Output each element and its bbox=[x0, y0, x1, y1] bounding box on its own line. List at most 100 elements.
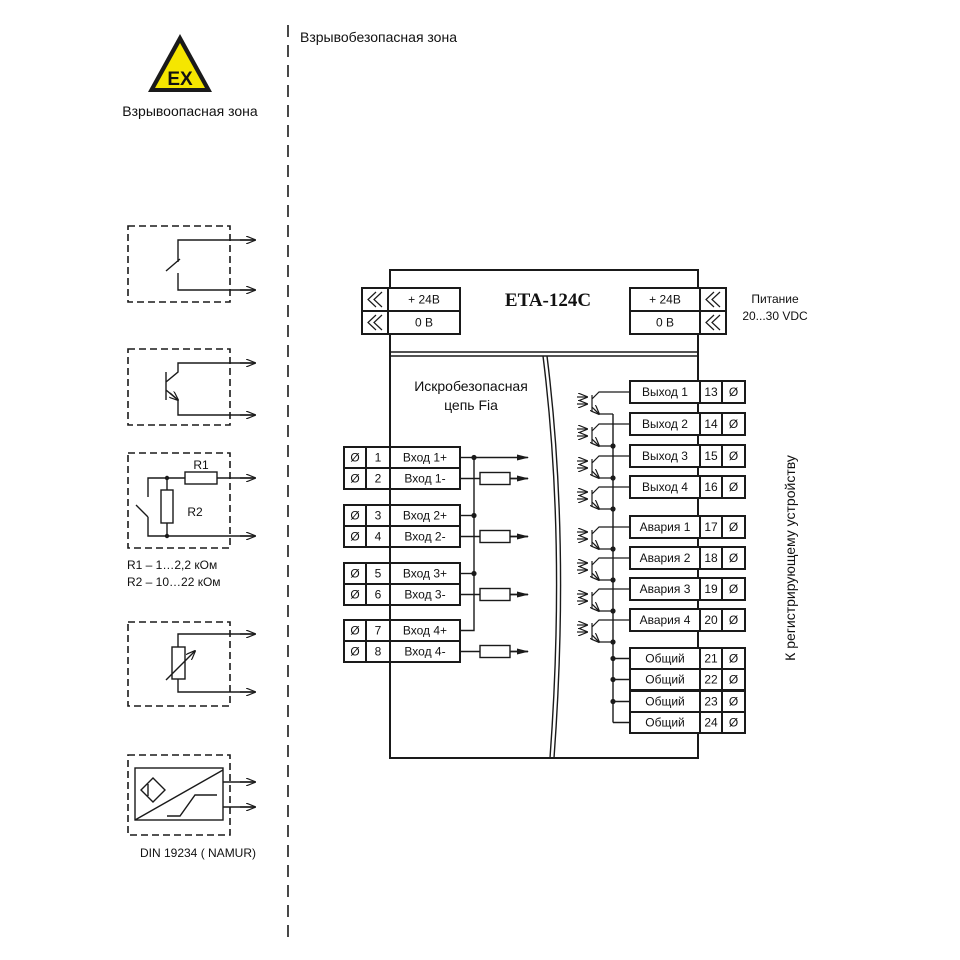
power-label: + 24В bbox=[408, 293, 440, 307]
phototransistor-icon bbox=[577, 423, 630, 446]
svg-text:EX: EX bbox=[167, 69, 193, 90]
output-terminal-16[interactable]: Выход 4 16 Ø bbox=[629, 475, 746, 499]
screw-terminal-icon: Ø bbox=[729, 449, 738, 463]
terminal-number: 22 bbox=[704, 673, 718, 687]
screw-terminal-icon: Ø bbox=[729, 673, 738, 687]
sensor-namur bbox=[127, 754, 255, 836]
safe-zone-label: Взрывобезопасная зона bbox=[300, 29, 457, 45]
sensor-resistive-contact: R1 R2 bbox=[127, 452, 255, 549]
screw-terminal-icon: Ø bbox=[350, 530, 359, 544]
terminal-label: Общий bbox=[645, 652, 685, 666]
terminal-label: Авария 2 bbox=[640, 551, 691, 565]
chevron-connector-icon bbox=[367, 314, 383, 331]
terminal-label: Вход 2- bbox=[404, 530, 445, 544]
power-label: 0 В bbox=[656, 316, 674, 330]
terminal-number: 1 bbox=[375, 451, 382, 465]
input-bus-wire bbox=[460, 457, 475, 632]
intrinsic-label-2: цепь Fia bbox=[444, 397, 498, 413]
power-label: 0 В bbox=[415, 316, 433, 330]
terminal-label: Выход 4 bbox=[642, 480, 688, 494]
sensor-variable-resistor bbox=[127, 621, 255, 707]
screw-terminal-icon-cell bbox=[721, 412, 746, 436]
chevron-connector-icon bbox=[705, 314, 721, 331]
resistor-icon bbox=[479, 644, 511, 659]
screw-terminal-icon: Ø bbox=[729, 385, 738, 399]
screw-terminal-icon: Ø bbox=[350, 645, 359, 659]
power-label: + 24В bbox=[649, 293, 681, 307]
power-caption-1: Питание bbox=[751, 292, 799, 306]
output-terminal-15[interactable]: Выход 3 15 Ø bbox=[629, 444, 746, 468]
phototransistor-icon bbox=[577, 455, 630, 478]
phototransistor-icon bbox=[577, 619, 630, 642]
namur-label: DIN 19234 ( NAMUR) bbox=[140, 846, 256, 860]
terminal-number: 16 bbox=[704, 480, 718, 494]
resistor-icon bbox=[479, 587, 511, 602]
power-terminal-right-2[interactable]: 0 В bbox=[629, 310, 727, 335]
connector-cell bbox=[361, 287, 389, 312]
ex-warning-icon: EX bbox=[148, 34, 212, 92]
screw-terminal-icon: Ø bbox=[350, 509, 359, 523]
chevron-connector-icon bbox=[367, 291, 383, 308]
terminal-label: Вход 1+ bbox=[403, 451, 447, 465]
power-terminal-left-1[interactable]: + 24В bbox=[361, 287, 461, 312]
power-terminal-right-1[interactable]: + 24В bbox=[629, 287, 727, 312]
power-terminal-left-2[interactable]: 0 В bbox=[361, 310, 461, 335]
chevron-connector-icon bbox=[705, 291, 721, 308]
connector-cell bbox=[361, 310, 389, 335]
terminal-label: Вход 1- bbox=[404, 472, 445, 486]
terminal-label: Общий bbox=[645, 716, 685, 730]
screw-terminal-icon-cell bbox=[721, 577, 746, 601]
terminal-number: 15 bbox=[704, 449, 718, 463]
screw-terminal-icon: Ø bbox=[729, 582, 738, 596]
screw-terminal-icon: Ø bbox=[729, 480, 738, 494]
terminal-number: 17 bbox=[704, 520, 718, 534]
svg-text:R2: R2 bbox=[187, 505, 203, 519]
screw-terminal-icon-cell bbox=[721, 444, 746, 468]
terminal-label: Вход 3+ bbox=[403, 567, 447, 581]
terminal-number: 19 bbox=[704, 582, 718, 596]
connector-cell bbox=[699, 310, 727, 335]
svg-text:R1: R1 bbox=[193, 458, 209, 472]
terminal-label: Выход 2 bbox=[642, 417, 688, 431]
terminal-number: 18 bbox=[704, 551, 718, 565]
recorder-label: К регистрирующему устройству bbox=[782, 455, 798, 661]
screw-terminal-icon: Ø bbox=[729, 695, 738, 709]
screw-terminal-icon-cell bbox=[721, 475, 746, 499]
r2-range: R2 – 10…22 кОм bbox=[127, 575, 221, 589]
output-terminal-18[interactable]: Авария 2 18 Ø bbox=[629, 546, 746, 570]
terminal-label: Авария 4 bbox=[640, 613, 691, 627]
intrinsic-label-1: Искробезопасная bbox=[414, 378, 528, 394]
phototransistor-icon bbox=[577, 588, 630, 611]
screw-terminal-icon: Ø bbox=[729, 417, 738, 431]
screw-terminal-icon: Ø bbox=[729, 551, 738, 565]
terminal-label: Выход 3 bbox=[642, 449, 688, 463]
terminal-number: 2 bbox=[375, 472, 382, 486]
resistor-icon bbox=[479, 471, 511, 486]
screw-terminal-icon: Ø bbox=[350, 588, 359, 602]
terminal-label: Выход 1 bbox=[642, 385, 688, 399]
device-title: ETA-124C bbox=[505, 290, 591, 311]
terminal-label: Вход 3- bbox=[404, 588, 445, 602]
screw-terminal-icon-cell bbox=[721, 608, 746, 632]
screw-terminal-icon: Ø bbox=[350, 567, 359, 581]
screw-terminal-icon: Ø bbox=[729, 520, 738, 534]
hazardous-zone-label: Взрывоопасная зона bbox=[122, 103, 258, 119]
terminal-label: Вход 4- bbox=[404, 645, 445, 659]
